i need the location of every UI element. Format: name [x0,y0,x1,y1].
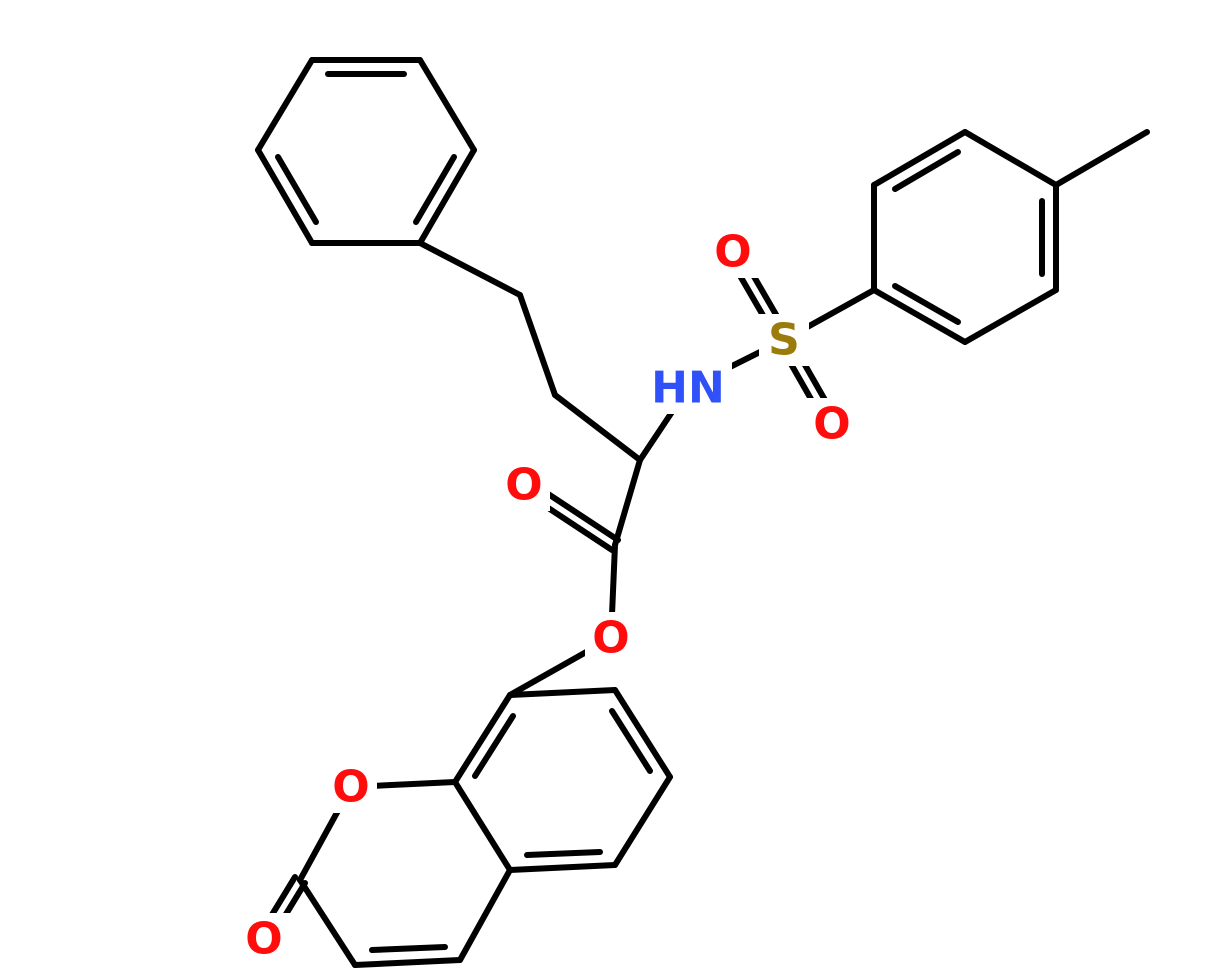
bond-benzo-inner-2 [609,708,653,774]
bond-tolyl-edge-3 [962,129,1059,188]
bond-coumarin-fusion [452,779,513,873]
label-clearing [325,761,377,813]
label-clearing [806,398,858,450]
bond-lactone-c4-c4a [457,867,513,963]
bond-phenyl-inner-3 [275,154,319,225]
label-clearing [644,362,732,414]
atom-lactone-carbonyl-oxygen: O [245,914,282,965]
atom-sulfur: S [768,315,800,366]
bond-chain-ring-ch2 [417,240,523,298]
bond-phenyl-edge-6 [255,147,315,246]
atom-ester-oxygen: O [592,613,629,664]
label-clearing [585,612,637,664]
bond-tolyl-edge-6 [871,287,968,345]
bond-phenyl-edge-1 [255,57,315,153]
bond-tolyl-edge-2 [871,129,968,188]
bond-alpha-to-carbonyl [612,457,643,548]
atom-sulfonyl-oxygen-bottom: O [813,399,850,450]
atom-lactone-ring-oxygen: O [332,762,369,813]
bond-phenyl-edge-4 [417,147,477,246]
label-clearing [238,913,290,965]
bond-phenyl-inner-2 [413,154,457,225]
bond-benzo-edge-c4a-c5 [507,862,618,873]
bond-chain-ch2-ch2 [517,292,558,398]
bond-benzo-edge-c7-c8 [507,687,618,698]
bond-benzo-edge-c6-c7 [612,687,673,780]
bond-lactone-c3-c4 [352,957,463,968]
label-clearing [707,226,759,278]
bond-lactone-c2-c3 [297,877,358,968]
bond-benzo-edge-c8-c8a [452,692,513,785]
bond-lactone-c3c4-inner [369,944,448,953]
bond-tolyl-inner-1 [892,149,961,192]
bond-benzo-inner-3 [472,713,516,779]
bond-benzo-edge-c5-c6 [612,774,673,868]
atom-sulfonyl-oxygen-top: O [714,227,751,278]
bond-phenyl-edge-3 [417,57,477,153]
label-clearing [759,314,809,366]
bond-tolyl-methyl [1053,129,1150,188]
bond-chain-ch2-alpha [552,392,643,463]
atom-sulfonamide-nh: HN [651,363,725,414]
bond-tolyl-inner-3 [892,283,961,325]
atom-ester-carbonyl-oxygen: O [505,460,542,511]
bond-benzo-inner-1 [524,849,603,858]
bond-tolyl-edge-5 [962,287,1059,345]
label-clearing [498,459,550,511]
